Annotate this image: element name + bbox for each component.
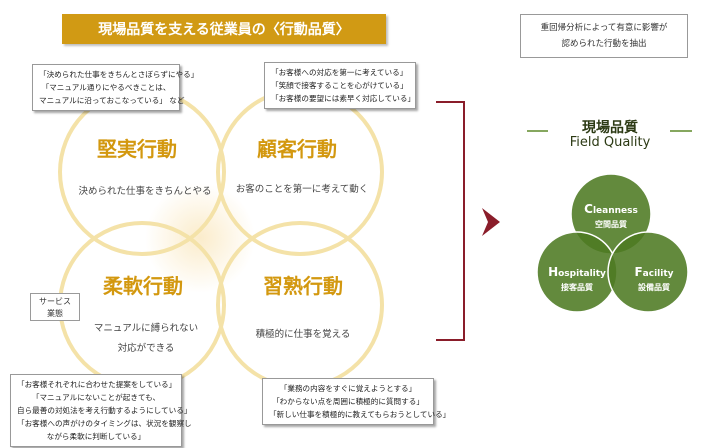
circle-top-right <box>216 88 384 256</box>
quadrant-subtitle-junan-2: 対応ができる <box>117 343 175 354</box>
fq-word: leanness <box>592 206 638 216</box>
service-type-label: サービス 業態 <box>30 293 80 321</box>
title-banner: 現場品質を支える従業員の〈行動品質〉 <box>62 14 386 44</box>
fq-jp: 空間品質 <box>595 220 627 229</box>
analysis-note-line: 認められた行動を抽出 <box>561 39 647 49</box>
quadrant-subtitle-shujuku: 積極的に仕事を覚える <box>255 329 351 340</box>
fq-jp: 設備品質 <box>638 283 670 292</box>
service-label-line: 業態 <box>47 309 63 318</box>
note-line: 「わからない点を周囲に積極的に質問する」 <box>272 397 424 406</box>
note-line: ながら柔軟に判断している」 <box>46 432 146 441</box>
note-line: マニュアルに沿っておこなっている」 など <box>39 96 185 105</box>
arrow-icon <box>482 208 500 236</box>
note-line: 「マニュアルにないことが起きても、 <box>31 393 161 402</box>
fq-word: acility <box>642 269 674 279</box>
note-line: 「お客様への対応を第一に考えている」 <box>271 68 408 77</box>
quadrant-title-kokyaku: 顧客行動 <box>257 137 337 161</box>
note-line: 「業務の内容をすぐに覚えようとする」 <box>279 384 417 393</box>
fq-label-facility: Facility 設備品質 <box>614 261 694 293</box>
note-line: 「新しい仕事を積極的に教えてもらおうとしている」 <box>269 410 451 419</box>
analysis-note-line: 重回帰分析によって有意に影響が <box>540 23 668 33</box>
note-line: 「笑顔で接客することを心がけている」 <box>271 81 408 90</box>
note-line: 「マニュアル通りにやるべきことは、 <box>41 83 171 92</box>
note-line: 「お客様への声がけのタイミングは、状況を観察し <box>17 419 192 428</box>
fq-initial: C <box>584 202 593 216</box>
field-quality-title: 現場品質 <box>582 120 638 136</box>
quadrant-title-shujuku: 習熟行動 <box>263 274 343 298</box>
analysis-note: 重回帰分析によって有意に影響が 認められた行動を抽出 <box>520 14 688 58</box>
note-top-left: 「決められた仕事をきちんとさぼらずにやる」 「マニュアル通りにやるべきことは、 … <box>32 64 199 111</box>
fq-word: ospitality <box>558 269 606 279</box>
grouping-bracket <box>436 101 465 341</box>
service-label-line: サービス <box>39 297 71 306</box>
quadrant-subtitle-junan-1: マニュアルに縛られない <box>93 323 199 334</box>
quadrant-subtitle-kokyaku: お客のことを第一に考えて動く <box>235 184 369 195</box>
note-line: 「お客様それぞれに合わせた提案をしている」 <box>17 380 177 389</box>
note-line: 「お客様の要望には素早く対応している」 <box>271 94 416 103</box>
fq-jp: 接客品質 <box>561 283 593 292</box>
note-line: 「決められた仕事をきちんとさぼらずにやる」 <box>39 70 199 79</box>
fq-label-hospitality: Hospitality 接客品質 <box>537 261 617 293</box>
note-top-right: 「お客様への対応を第一に考えている」 「笑顔で接客することを心がけている」 「お… <box>264 62 416 109</box>
fq-initial: F <box>634 265 643 279</box>
fq-label-cleanness: Cleanness 空間品質 <box>571 198 651 230</box>
circle-bottom-right <box>216 221 384 389</box>
circle-top-left <box>58 88 226 256</box>
field-quality-subtitle: Field Quality <box>569 135 651 150</box>
circle-bottom-left <box>58 221 226 389</box>
fq-circle-facility <box>607 231 689 313</box>
note-bottom-left: 「お客様それぞれに合わせた提案をしている」 「マニュアルにないことが起きても、 … <box>10 374 192 447</box>
note-line: 自ら最善の対処法を考え行動するようにしている」 <box>17 406 192 415</box>
title-text: 現場品質を支える従業員の〈行動品質〉 <box>98 22 350 38</box>
quadrant-title-junan: 柔軟行動 <box>103 274 183 298</box>
quadrant-title-kenjitsu: 堅実行動 <box>97 137 177 161</box>
note-bottom-right: 「業務の内容をすぐに覚えようとする」 「わからない点を周囲に積極的に質問する」 … <box>262 378 451 425</box>
fq-initial: H <box>548 265 559 279</box>
quadrant-subtitle-kenjitsu: 決められた仕事をきちんとやる <box>78 186 212 197</box>
